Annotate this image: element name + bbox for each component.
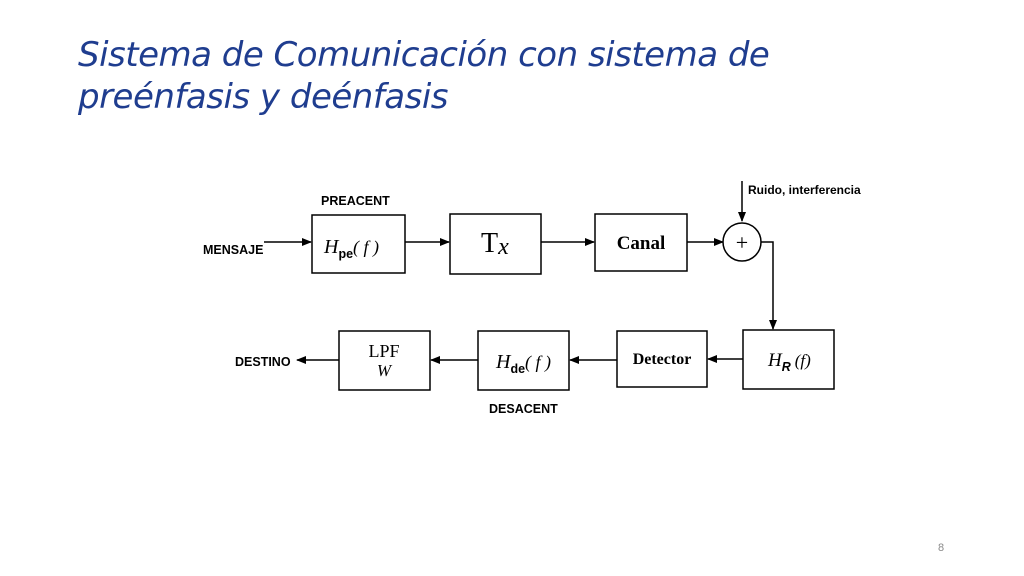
svg-text:Tx: Tx — [481, 228, 509, 260]
transmitter-symbol: T — [481, 228, 498, 259]
title-line-2: preénfasis y deénfasis — [78, 77, 449, 117]
detector-block: Detector — [616, 330, 708, 388]
svg-text:Hde( f ): Hde( f ) — [495, 351, 551, 376]
receiver-filter-subscript: R — [782, 360, 791, 374]
detector-label: Detector — [633, 351, 692, 368]
transmitter-subscript: x — [497, 234, 509, 260]
deemphasis-symbol: H — [495, 351, 512, 373]
slide-number: 8 — [938, 542, 945, 554]
deemphasis-subscript: de — [510, 362, 525, 376]
deemphasis-caption: DESACENT — [489, 402, 558, 416]
transmitter-block: Tx — [449, 213, 542, 275]
svg-text:Hpe( f ): Hpe( f ) — [323, 236, 379, 261]
arrow-adder-to-receiver — [761, 241, 777, 330]
preemphasis-symbol: H — [323, 236, 340, 258]
channel-label: Canal — [617, 233, 666, 254]
noise-label: Ruido, interferencia — [748, 183, 861, 197]
input-label: MENSAJE — [203, 243, 263, 257]
title-line-1: Sistema de Comunicación con sistema de — [78, 35, 770, 75]
preemphasis-arg: ( f ) — [353, 237, 379, 258]
output-label: DESTINO — [235, 355, 291, 369]
adder-block: + — [722, 222, 762, 262]
lpf-label: LPF — [368, 341, 399, 361]
adder-symbol: + — [736, 230, 748, 255]
lpf-bandwidth: W — [377, 361, 393, 380]
lpf-block: LPF W — [338, 330, 431, 391]
page-title: Sistema de Comunicación con sistema de p… — [78, 34, 978, 118]
receiver-filter-arg: (f) — [795, 351, 811, 370]
preemphasis-caption: PREACENT — [321, 194, 390, 208]
channel-block: Canal — [594, 213, 688, 272]
preemphasis-subscript: pe — [338, 247, 353, 261]
receiver-filter-block: HR (f) — [742, 329, 835, 390]
deemphasis-arg: ( f ) — [525, 352, 551, 373]
svg-text:HR(f): HR (f) — [767, 350, 811, 374]
deemphasis-block: Hde( f ) — [477, 330, 570, 391]
receiver-filter-symbol: H — [767, 350, 783, 371]
preemphasis-block: Hpe( f ) — [311, 214, 406, 274]
